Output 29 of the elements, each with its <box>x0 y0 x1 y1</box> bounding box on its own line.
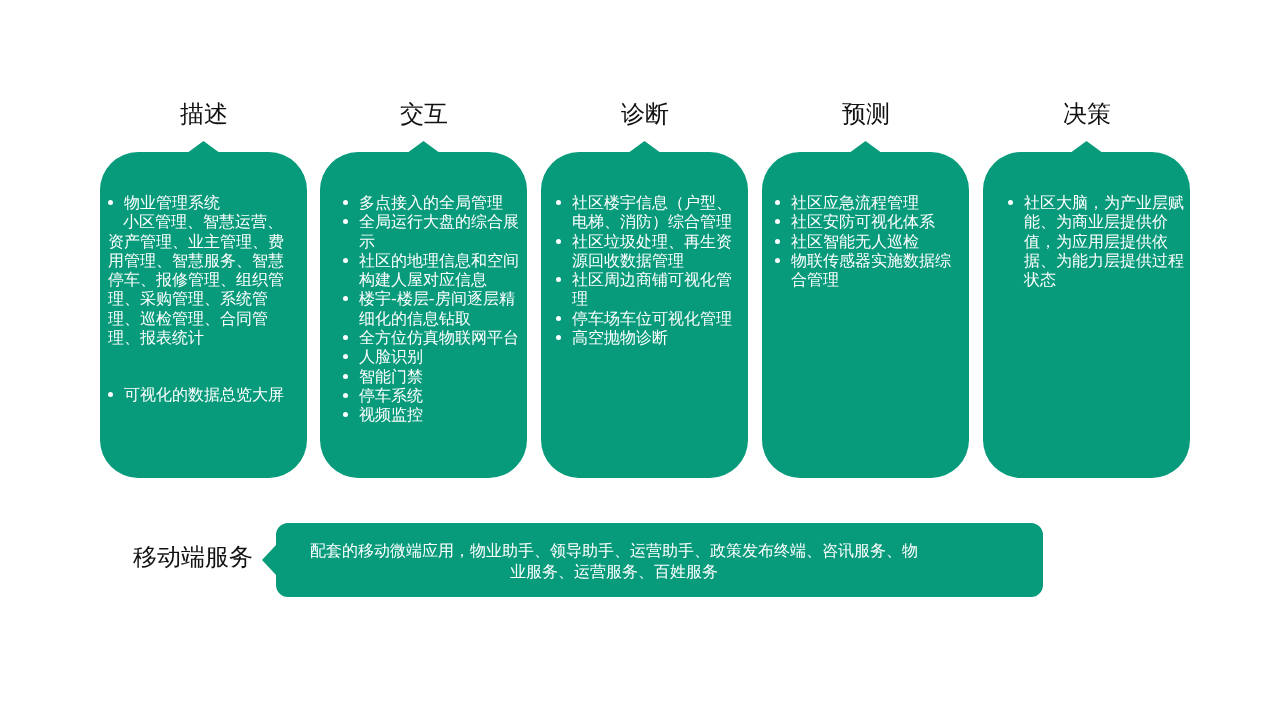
bullet-item: 停车系统 <box>339 385 523 406</box>
bullet-item: 停车场车位可视化管理 <box>552 308 736 329</box>
bullet-item: 视频监控 <box>339 405 523 425</box>
bullet-item: 可视化的数据总览大屏 <box>104 385 288 405</box>
bullet-item: 物联传感器实施数据综合管理 <box>771 250 955 290</box>
column-heading: 描述 <box>179 100 228 129</box>
bullet-item: 多点接入的全局管理 <box>339 193 523 213</box>
bullet-item: 物业管理系统 <box>104 193 288 213</box>
column-heading: 交互 <box>399 100 448 129</box>
description-text: 小区管理、智慧运营、资产管理、业主管理、费用管理、智慧服务、智慧停车、报修管理、组织管理、采购管理、系统管理、巡检管理、合同管理、报表统计 <box>107 212 285 348</box>
bullet-item: 社区安防可视化体系 <box>771 212 955 232</box>
bullet-item: 社区智能无人巡检 <box>771 231 955 251</box>
column-heading: 决策 <box>1062 100 1111 129</box>
bullet-item: 社区应急流程管理 <box>771 193 955 213</box>
bullet-item: 社区垃圾处理、再生资源回收数据管理 <box>552 231 736 271</box>
bullet-item: 社区大脑，为产业层赋能、为商业层提供价值，为应用层提供依据、为能力层提供过程状态 <box>1004 193 1188 290</box>
description-text: 配套的移动微端应用，物业助手、领导助手、运营助手、政策发布终端、咨讯服务、物业服务、运营服务、百姓服务 <box>309 540 919 582</box>
column-heading: 诊断 <box>620 100 669 129</box>
bullet-item: 高空抛物诊断 <box>552 328 736 348</box>
bullet-item: 社区楼宇信息（户型、电梯、消防）综合管理 <box>552 193 736 232</box>
section-heading: 移动端服务 <box>133 543 253 572</box>
bullet-item: 社区的地理信息和空间构建人屋对应信息 <box>339 250 523 290</box>
column-heading: 预测 <box>841 100 890 129</box>
bullet-item: 全方位仿真物联网平台 <box>339 328 523 348</box>
bullet-item: 全局运行大盘的综合展示 <box>339 212 523 251</box>
bullet-item: 社区周边商铺可视化管理 <box>552 270 736 309</box>
bullet-item: 智能门禁 <box>339 366 523 386</box>
bullet-item: 楼宇-楼层-房间逐层精细化的信息钻取 <box>339 289 523 329</box>
bullet-item: 人脸识别 <box>339 347 523 367</box>
